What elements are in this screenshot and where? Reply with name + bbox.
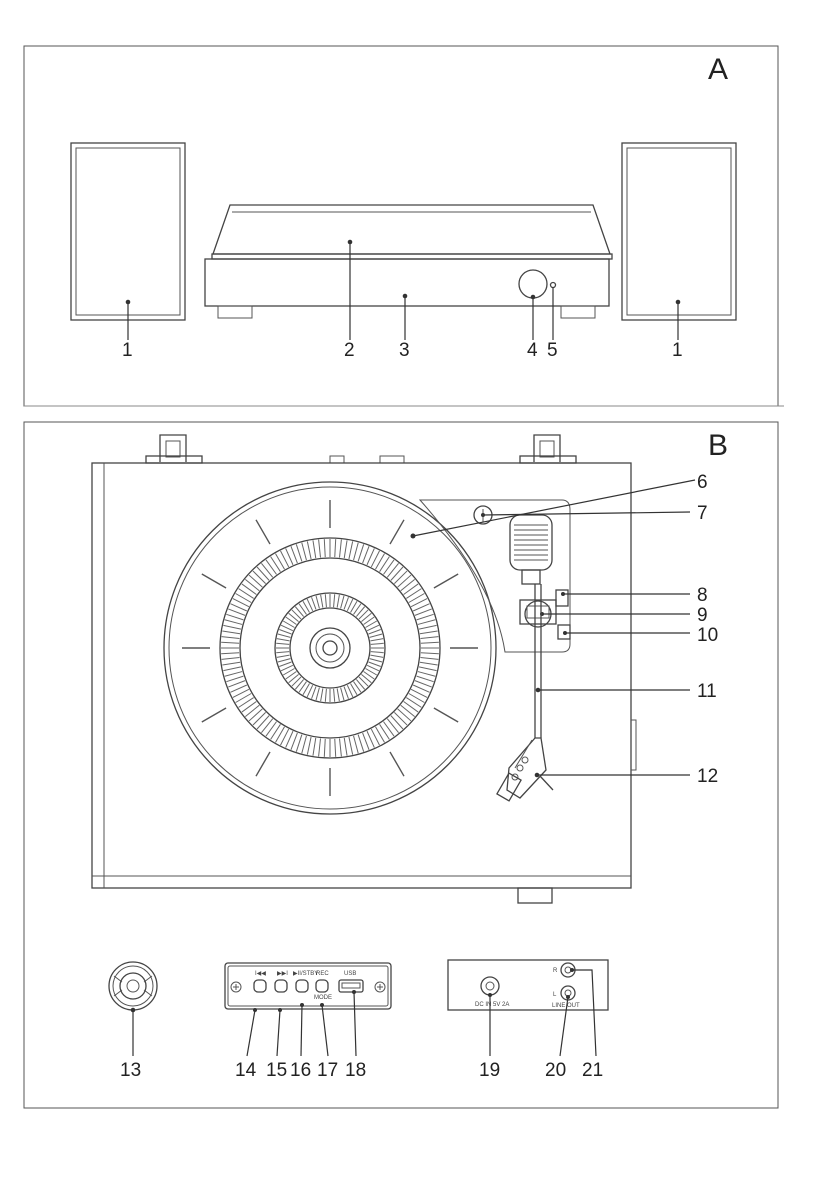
usb-label: USB: [344, 971, 356, 977]
callout-15: 15: [266, 1060, 287, 1081]
tonearm-assembly: [420, 500, 570, 801]
panel-b: B: [24, 406, 784, 1108]
callout-17: 17: [317, 1060, 338, 1081]
right-speaker: [622, 143, 736, 320]
callout-9: 9: [697, 605, 708, 626]
adapter-45: [109, 962, 157, 1012]
mode-label: MODE: [314, 995, 332, 1001]
callout-headshell: 12: [697, 766, 718, 787]
led-indicator: [551, 283, 556, 288]
callout-8: 8: [697, 585, 708, 606]
hinge-left: [146, 435, 202, 463]
left-speaker: [71, 143, 185, 320]
usb-slot: [339, 980, 363, 992]
callout-10: 10: [697, 625, 718, 646]
panel-b-label: B: [708, 429, 728, 462]
svg-text:▶▶I: ▶▶I: [277, 971, 288, 977]
dc-in-jack: [481, 977, 499, 995]
dc-label: DC IN 5V 2A: [475, 1002, 509, 1008]
callout-tonearm: 11: [697, 681, 717, 702]
callout-14: 14: [235, 1060, 257, 1081]
panel-a: A: [24, 46, 778, 406]
callout-led: 5: [547, 340, 558, 361]
play-label: ▶II/STBY: [293, 971, 318, 977]
prev-button: [254, 980, 266, 992]
callout-rca-l: 20: [545, 1060, 566, 1081]
turntable-side-view: [205, 205, 612, 318]
rec-label: REC: [316, 971, 329, 977]
callout-adapter: 13: [120, 1060, 141, 1081]
callout-usb-port: 18: [345, 1060, 366, 1081]
svg-text:I◀◀: I◀◀: [255, 971, 266, 977]
hinge-right: [520, 435, 576, 463]
play-button: [296, 980, 308, 992]
callout-rca-r: 21: [582, 1060, 603, 1081]
volume-knob: [519, 270, 547, 298]
r-label: R: [553, 968, 558, 974]
callout-knob: 4: [527, 340, 538, 361]
callout-speaker-left: 1: [122, 340, 133, 361]
panel-a-label: A: [708, 53, 728, 86]
callout-platter: 6: [697, 472, 708, 493]
callout-base: 3: [399, 340, 410, 361]
callout-lift: 7: [697, 503, 708, 524]
rec-button: [316, 980, 328, 992]
rear-panel: DC IN 5V 2A R L LINE OUT: [448, 960, 608, 1010]
callout-16: 16: [290, 1060, 311, 1081]
control-panel: I◀◀ ▶▶I ▶II/STBY REC MODE USB: [225, 963, 391, 1012]
callout-speaker-right: 1: [672, 340, 683, 361]
next-button: [275, 980, 287, 992]
callout-dc-in: 19: [479, 1060, 500, 1081]
l-label: L: [553, 992, 557, 998]
callout-dust-cover: 2: [344, 340, 355, 361]
